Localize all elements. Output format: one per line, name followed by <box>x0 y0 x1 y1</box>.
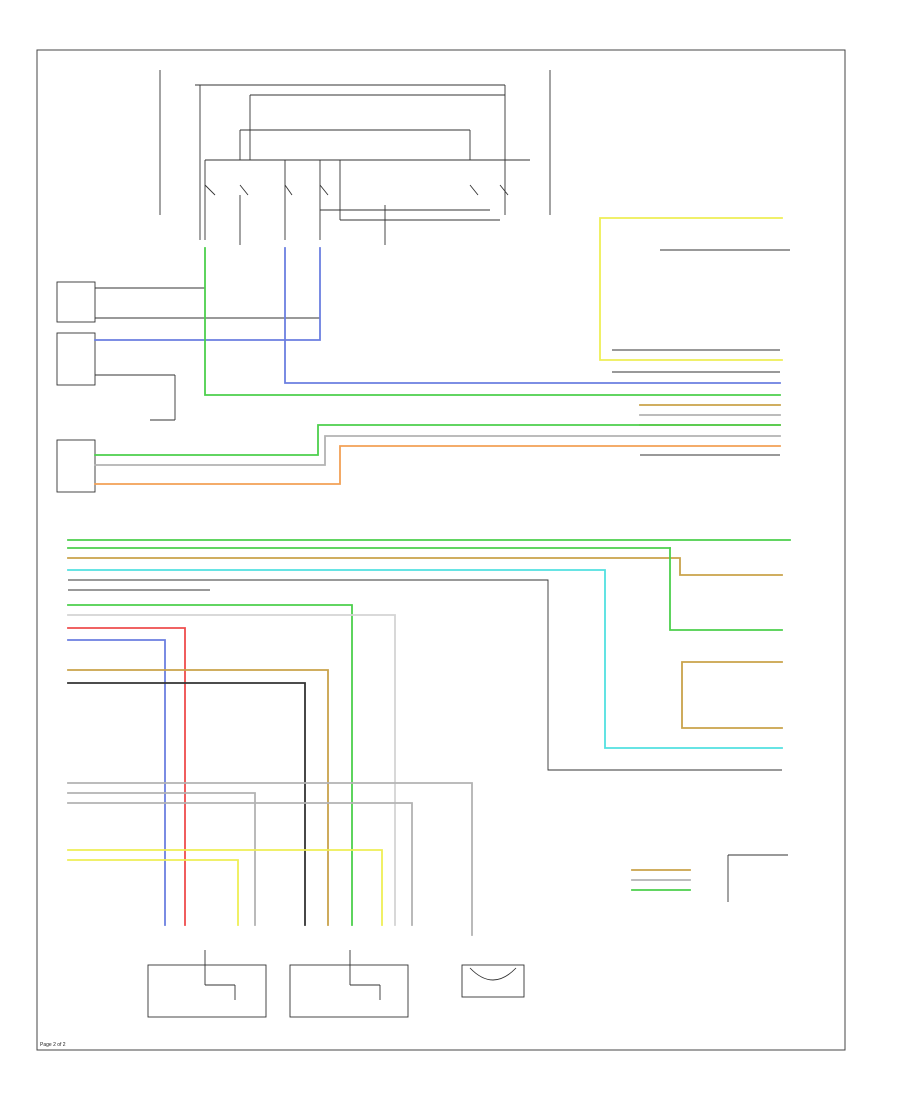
wire-gray-bottom-1 <box>67 782 473 936</box>
wire-green-to-module <box>669 547 783 631</box>
wire-gray-bottom-2 <box>67 792 256 926</box>
right-sensor-box <box>56 281 96 323</box>
wire-green-to-actuator-2 <box>67 604 353 926</box>
actuator-2-box <box>289 964 409 1018</box>
wire-white-to-actuator-2 <box>67 614 396 926</box>
wire-tan-module-loop <box>681 661 783 729</box>
wire-yellow-bottom-2 <box>67 859 239 926</box>
wire-yellow-bottom-1 <box>67 849 383 926</box>
wire-green-main <box>204 247 781 396</box>
actuator-1-box <box>147 964 267 1018</box>
wire-tan-to-actuator-2 <box>67 669 329 926</box>
wire-cyan-harness <box>67 569 783 749</box>
wire-gray-bottom-3 <box>67 802 413 926</box>
wire-yellow-right <box>599 217 783 361</box>
wire-tan-harness <box>67 557 783 576</box>
wire-red-to-actuator-1 <box>67 627 186 926</box>
temperature-sensor-box <box>461 964 525 998</box>
sensor-connector-box <box>56 439 96 493</box>
page-footer-code: Page 2 of 2 <box>40 1042 66 1048</box>
wire-orange-sensor <box>94 445 781 485</box>
wire-green-sensor <box>94 424 781 456</box>
wire-blue-main <box>284 247 781 384</box>
diagram-border <box>36 49 846 1051</box>
wire-blue-to-actuator-1 <box>67 639 166 926</box>
left-sensor-box <box>56 332 96 386</box>
wire-blue-top <box>94 247 321 341</box>
wire-gray-sensor <box>94 435 781 466</box>
hvac-control-switches <box>159 70 551 245</box>
wire-black-to-actuator-2 <box>67 682 306 926</box>
